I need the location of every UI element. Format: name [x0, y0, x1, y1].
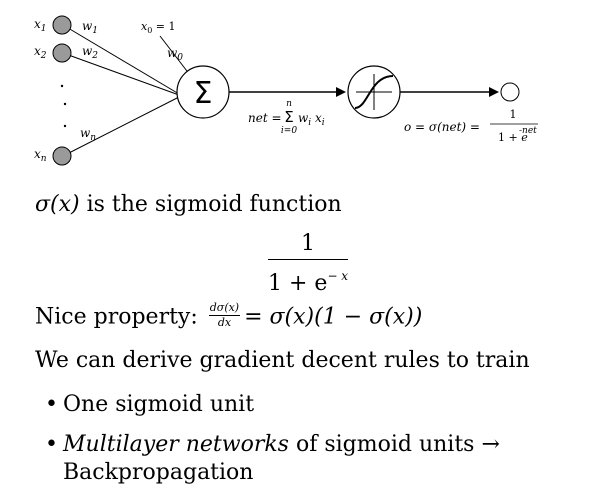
sigmoid-definition-line: σ(x) is the sigmoid function: [35, 192, 342, 217]
output-frac-den: 1 + e: [498, 131, 528, 144]
input-line-x1: [62, 24, 180, 95]
net-label: net =: [248, 111, 282, 125]
backpropagation-text: Backpropagation: [63, 460, 254, 485]
bullet-item-multilayer: •Multilayer networks of sigmoid units →: [45, 432, 500, 457]
bullet-one-text: One sigmoid unit: [63, 392, 255, 417]
summation-symbol: Σ: [194, 76, 213, 111]
derivative-property-line: Nice property: dσ(x)dx= σ(x)(1 − σ(x)): [35, 301, 423, 331]
arrowhead: [489, 87, 499, 97]
derivative-expression: = σ(x)(1 − σ(x)): [244, 304, 423, 330]
formula-den-base: 1 + e: [268, 271, 328, 296]
input-line-x0: [159, 35, 191, 76]
input-line-xn: [62, 96, 180, 157]
ellipsis-dot: [60, 84, 64, 88]
formula-denominator: 1 + e− x: [268, 259, 348, 296]
weight-label-w1: w1: [82, 19, 98, 36]
net-sum-symbol: Σ: [284, 108, 293, 126]
derivative-numerator: dσ(x): [208, 301, 241, 316]
nice-property-label: Nice property:: [35, 304, 205, 330]
net-sum-bottom: i=0: [281, 126, 297, 136]
output-frac-exp: -net: [519, 126, 537, 136]
weight-label-wn: wn: [80, 126, 96, 143]
sigma-x-symbol: σ(x): [35, 192, 80, 217]
derivative-denominator: dx: [217, 316, 232, 329]
bullet-icon: •: [45, 432, 58, 457]
input-node-xn: [52, 146, 72, 166]
bullet-icon: •: [45, 392, 58, 417]
ellipsis-dot: [63, 124, 67, 128]
bullet-item-one-sigmoid: •One sigmoid unit: [45, 392, 254, 417]
input-label-xn: xn: [34, 147, 47, 164]
input-line-x2: [62, 52, 180, 96]
bullet-two-text: of sigmoid units →: [288, 432, 500, 457]
formula-numerator: 1: [301, 231, 315, 256]
output-frac-num: 1: [510, 108, 517, 121]
multilayer-networks-text: Multilayer networks: [63, 432, 289, 457]
sigmoid-curve-icon: [354, 75, 394, 109]
derivative-fraction: dσ(x)dx: [208, 301, 241, 329]
weight-label-w0: w0: [167, 46, 183, 63]
net-terms: wi xi: [298, 111, 325, 128]
weight-label-w2: w2: [82, 44, 98, 61]
sigmoid-formula: 1 1 + e− x: [268, 232, 348, 296]
ellipsis-dot: [63, 102, 67, 106]
bias-label: x0 = 1: [141, 20, 176, 35]
output-node: [500, 82, 520, 102]
formula-exponent: − x: [327, 269, 349, 283]
net-sum-top: n: [286, 99, 292, 109]
gradient-descent-line: We can derive gradient decent rules to t…: [35, 348, 530, 373]
sigmoid-definition-text: is the sigmoid function: [79, 192, 342, 217]
output-label: o = σ(net) =: [404, 120, 480, 134]
arrowhead: [336, 87, 346, 97]
input-node-x2: [52, 43, 72, 63]
input-label-x1: x1: [34, 17, 47, 34]
sigmoid-unit-diagram: x1 x2 xn w1 w2 wn w0 x0 = 1 Σ net = n Σ …: [34, 15, 538, 166]
input-label-x2: x2: [34, 44, 47, 61]
input-node-x1: [52, 15, 72, 35]
